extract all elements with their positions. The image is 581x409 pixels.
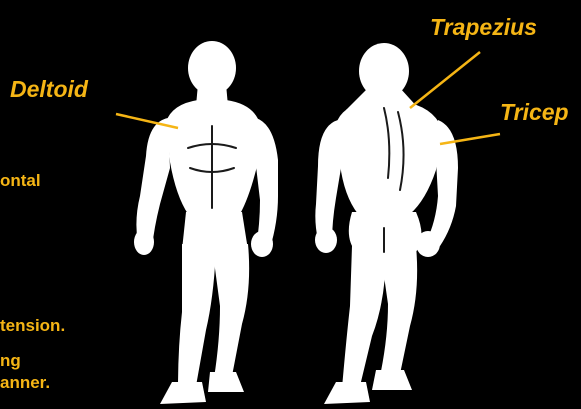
side-text-line-2: tension. <box>0 317 65 334</box>
side-text-line-4: anner. <box>0 374 50 391</box>
front-body-silhouette-icon <box>134 41 278 404</box>
back-body-silhouette-icon <box>315 43 458 404</box>
side-text-line-3: ng <box>0 352 21 369</box>
side-text-line-1: ontal <box>0 172 41 189</box>
trapezius-label: Trapezius <box>430 16 537 39</box>
triceps-label: Tricep <box>500 101 569 124</box>
deltoid-label: Deltoid <box>10 78 88 101</box>
trapezius-leader-line <box>410 52 480 108</box>
